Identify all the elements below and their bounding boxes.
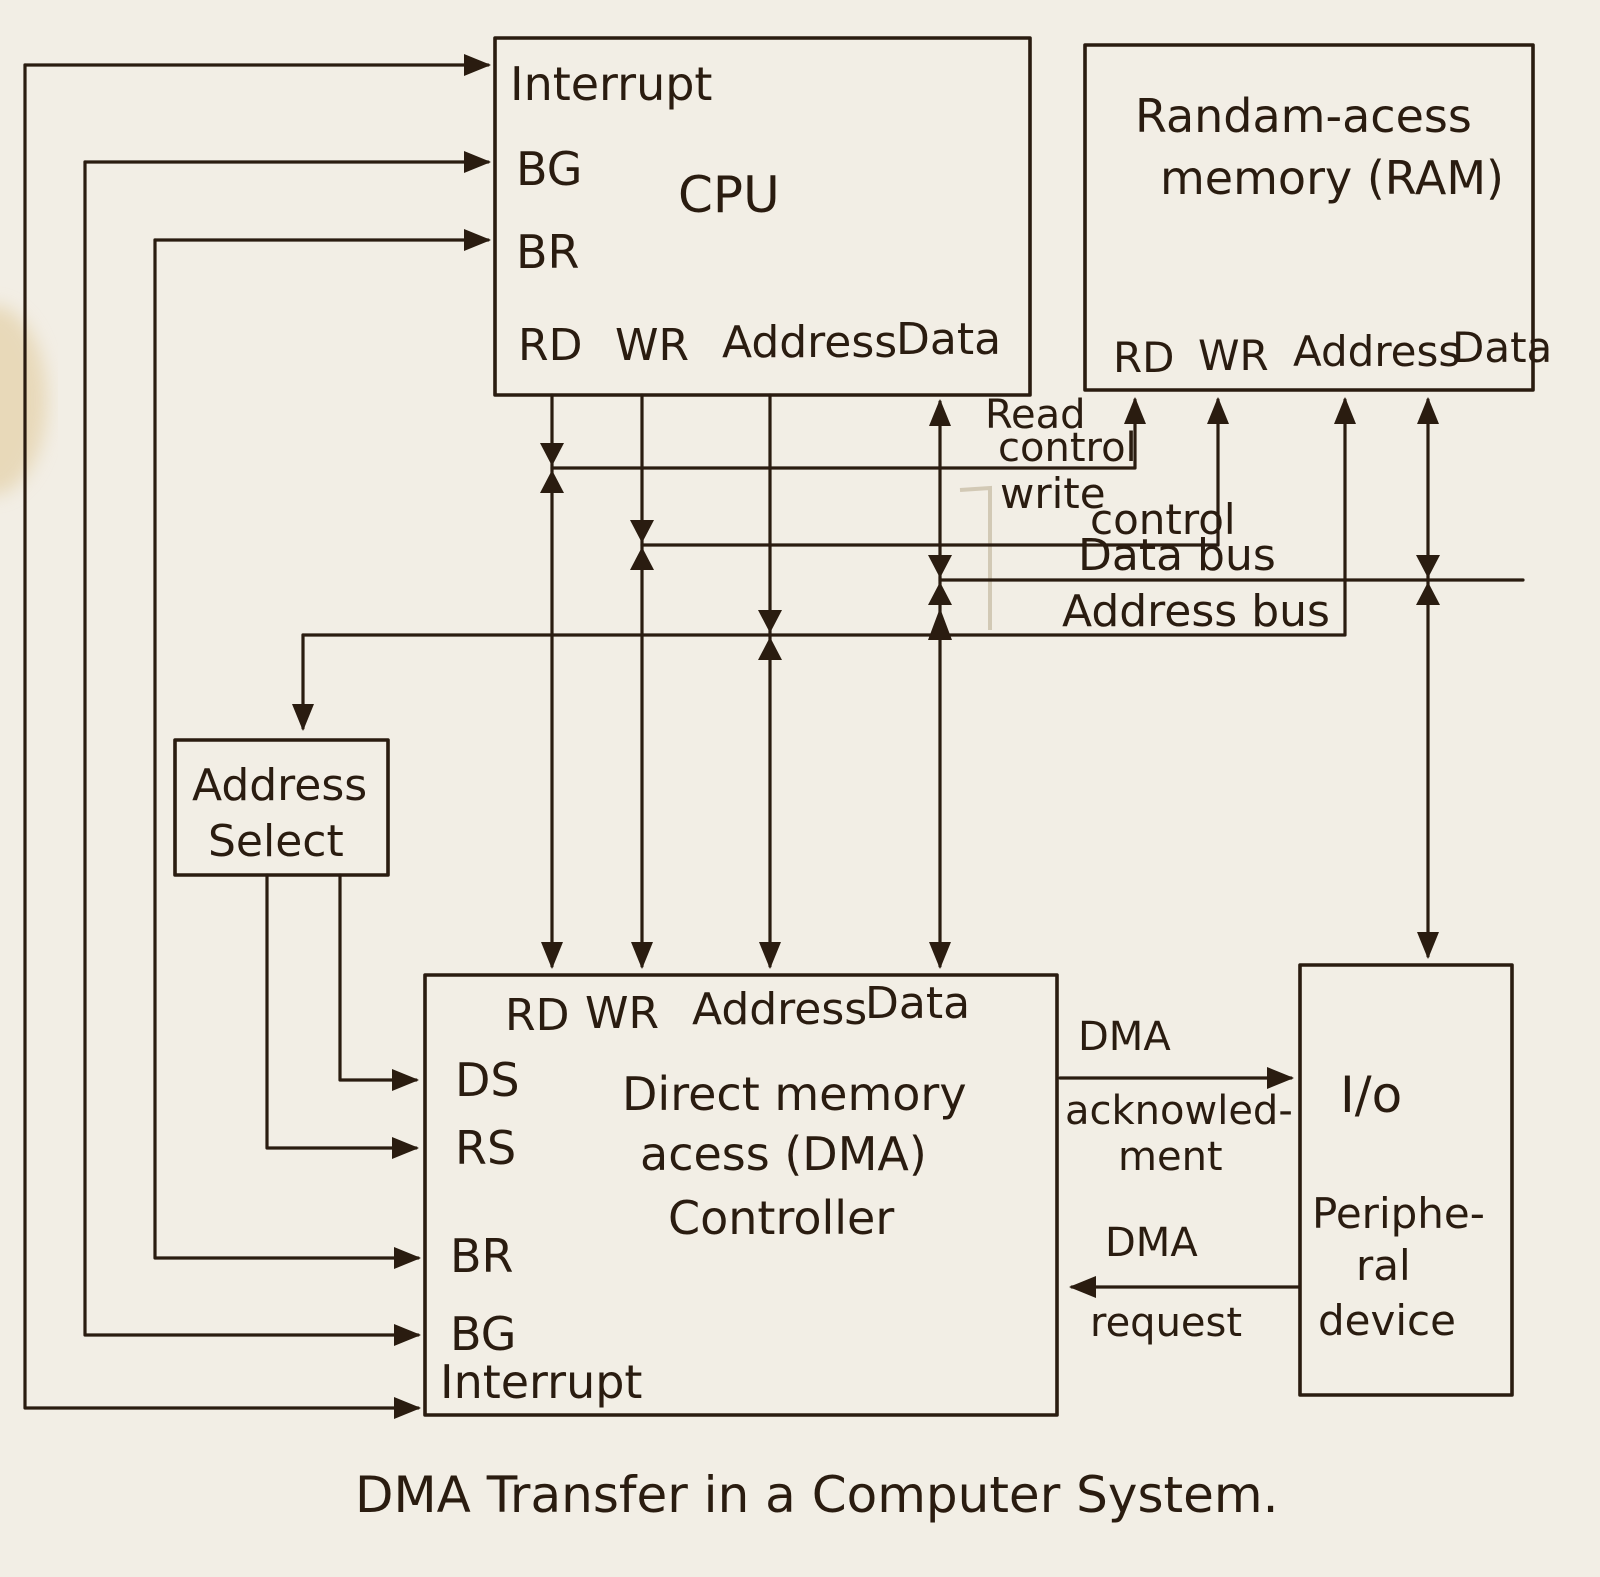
io-peripheral-box xyxy=(1298,963,1514,1397)
address-select-box xyxy=(173,738,390,877)
figure-caption: DMA Transfer in a Computer System. xyxy=(355,1466,1279,1524)
write-control-label-line2: control xyxy=(1090,495,1236,544)
dma-pin-ds-label: DS xyxy=(455,1053,520,1107)
read-control-line xyxy=(550,397,1146,470)
dma-ack-label-line2: acknowled- xyxy=(1065,1088,1293,1134)
dma-title-line3: Controller xyxy=(668,1191,894,1245)
read-control-label-line1: Read xyxy=(985,392,1086,438)
dma-pin-data-label: Data xyxy=(865,978,970,1029)
io-label-line1: I/o xyxy=(1340,1066,1402,1124)
dma-controller-box xyxy=(423,973,1059,1417)
cpu-pin-br-label: BR xyxy=(516,225,580,279)
ram-pin-data-label: Data xyxy=(1452,323,1552,372)
bg-wire-to-dma xyxy=(83,160,421,1346)
cpu-box xyxy=(493,36,1032,397)
cpu-pin-interrupt-label: Interrupt xyxy=(510,57,712,111)
cpu-pin-wr-label: WR xyxy=(615,320,689,371)
ram-title-line2: memory (RAM) xyxy=(1160,151,1504,205)
ram-box xyxy=(1083,43,1535,392)
address-select-to-ds-wire xyxy=(338,873,419,1091)
address-select-label-line1: Address xyxy=(192,760,367,811)
dma-ack-label-line3: ment xyxy=(1118,1134,1223,1180)
dma-pin-rs-label: RS xyxy=(455,1121,516,1175)
io-label-line3: ral xyxy=(1356,1241,1411,1290)
br-wire-to-dma xyxy=(153,238,421,1269)
dma-req-label-line1: DMA xyxy=(1105,1220,1198,1266)
dma-title-line2: acess (DMA) xyxy=(640,1127,927,1181)
interrupt-wire-to-dma xyxy=(23,63,421,1419)
data-wire-up-arrowhead-icon xyxy=(928,608,952,640)
stray-pencil-mark xyxy=(959,485,992,630)
cpu-title: CPU xyxy=(678,166,780,224)
dma-pin-wr-label: WR xyxy=(585,988,659,1039)
cpu-pin-bg-label: BG xyxy=(516,142,582,196)
address-bus-label: Address bus xyxy=(1062,586,1330,637)
ram-title-line1: Randam-acess xyxy=(1135,89,1472,143)
data-bus-label: Data bus xyxy=(1078,530,1276,581)
cpu-pin-rd-label: RD xyxy=(518,320,582,371)
dma-pin-address-label: Address xyxy=(692,984,867,1035)
dma-pin-rd-label: RD xyxy=(505,990,569,1041)
dma-pin-br-label: BR xyxy=(450,1229,514,1283)
ram-pin-wr-label: WR xyxy=(1198,331,1269,380)
cpu-pin-address-label: Address xyxy=(722,317,897,368)
write-control-label-line1: write xyxy=(1000,469,1106,518)
cpu-pin-data-label: Data xyxy=(896,314,1001,365)
dma-title-line1: Direct memory xyxy=(622,1067,967,1121)
io-label-line2: Periphe- xyxy=(1312,1189,1485,1238)
ram-pin-address-label: Address xyxy=(1293,327,1460,376)
address-select-to-rs-wire xyxy=(265,873,419,1159)
io-label-line4: device xyxy=(1318,1296,1456,1345)
dma-req-label-line2: request xyxy=(1090,1300,1242,1346)
address-bus-line xyxy=(301,397,1356,637)
dma-pin-interrupt-label: Interrupt xyxy=(440,1355,642,1409)
dma-ack-label-line1: DMA xyxy=(1078,1014,1171,1060)
write-control-line xyxy=(640,397,1229,547)
dma-pin-bg-label: BG xyxy=(450,1307,516,1361)
ram-pin-rd-label: RD xyxy=(1113,333,1175,382)
read-control-label-line2: control xyxy=(998,425,1137,471)
address-select-label-line2: Select xyxy=(208,816,344,867)
